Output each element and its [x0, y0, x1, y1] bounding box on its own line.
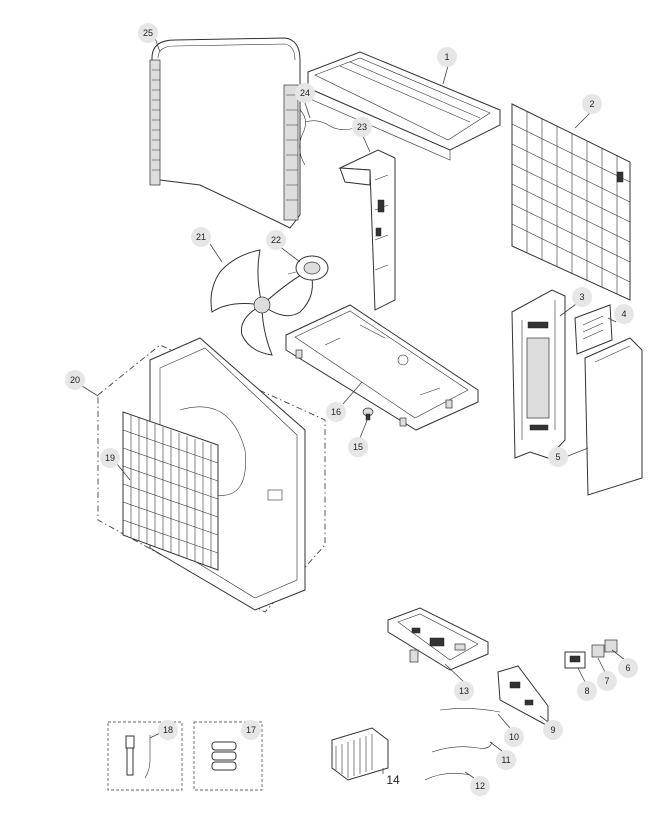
callout-1: 1	[437, 47, 457, 67]
svg-text:24: 24	[300, 88, 310, 98]
leader-lines	[81, 37, 626, 779]
callout-22: 22	[266, 230, 286, 250]
callout-6: 6	[618, 658, 638, 678]
callout-13: 13	[454, 681, 474, 701]
part-top-cover	[307, 51, 501, 161]
svg-text:20: 20	[70, 375, 80, 385]
callout-14: 14	[386, 773, 400, 787]
svg-text:7: 7	[604, 676, 609, 686]
callout-2: 2	[582, 94, 602, 114]
callout-3: 3	[572, 287, 592, 307]
svg-text:3: 3	[579, 292, 584, 302]
part-base-pan	[285, 304, 479, 431]
part-right-side-panel	[584, 337, 643, 496]
callout-7: 7	[597, 671, 617, 691]
callout-19: 19	[100, 448, 120, 468]
svg-text:21: 21	[196, 232, 206, 242]
part-rubber-feet	[211, 741, 237, 771]
part-drain-plug	[362, 407, 374, 421]
part-rear-grille	[511, 103, 631, 301]
svg-text:10: 10	[509, 732, 519, 742]
part-reactor-block	[331, 727, 389, 781]
part-cable-12	[424, 773, 471, 781]
part-terminal-8	[564, 651, 586, 669]
svg-text:25: 25	[143, 28, 153, 38]
svg-text:19: 19	[105, 453, 115, 463]
svg-text:18: 18	[163, 725, 173, 735]
part-motor-bracket	[338, 149, 396, 311]
svg-text:13: 13	[459, 686, 469, 696]
callout-16: 16	[326, 402, 346, 422]
part-main-pcb	[387, 607, 489, 671]
svg-text:16: 16	[331, 407, 341, 417]
part-front-grille	[122, 411, 219, 571]
callout-21: 21	[191, 227, 211, 247]
callout-18: 18	[158, 720, 178, 740]
callout-11: 11	[496, 750, 516, 770]
part-fan-motor	[287, 255, 329, 281]
callout-4: 4	[614, 304, 634, 324]
part-cover-plate	[574, 304, 613, 355]
accessory-box-18	[107, 721, 183, 791]
part-condenser-coil	[149, 37, 306, 229]
callout-8: 8	[577, 681, 597, 701]
svg-text:15: 15	[353, 442, 363, 452]
svg-text:17: 17	[246, 725, 256, 735]
svg-text:9: 9	[550, 725, 555, 735]
svg-text:23: 23	[357, 122, 367, 132]
svg-text:4: 4	[621, 309, 626, 319]
part-sensor-wire	[304, 120, 356, 130]
callout-15: 15	[348, 437, 368, 457]
part-terminal-7	[591, 644, 605, 658]
svg-text:1: 1	[444, 52, 449, 62]
callout-20: 20	[65, 370, 85, 390]
callout-5: 5	[548, 447, 568, 467]
svg-text:2: 2	[589, 99, 594, 109]
svg-text:11: 11	[501, 755, 510, 765]
part-side-bracket	[511, 289, 566, 459]
svg-text:12: 12	[475, 781, 485, 791]
svg-text:14: 14	[386, 773, 400, 787]
svg-text:22: 22	[271, 235, 281, 245]
part-terminal-6	[604, 639, 618, 653]
callout-17: 17	[241, 720, 261, 740]
part-cable-10	[439, 708, 501, 713]
callout-24: 24	[295, 83, 315, 103]
callout-9: 9	[543, 720, 563, 740]
part-cable-11	[431, 741, 493, 753]
part-fan-blade	[210, 249, 313, 356]
svg-text:5: 5	[555, 452, 560, 462]
part-drain-connector	[125, 735, 151, 779]
accessory-box-17	[193, 721, 263, 791]
svg-text:6: 6	[625, 663, 630, 673]
callout-23: 23	[352, 117, 372, 137]
callout-10: 10	[504, 727, 524, 747]
callout-12: 12	[470, 776, 490, 796]
front-assembly-outline	[97, 344, 326, 613]
callout-25: 25	[138, 23, 158, 43]
part-secondary-board	[497, 665, 549, 727]
svg-text:8: 8	[584, 686, 589, 696]
